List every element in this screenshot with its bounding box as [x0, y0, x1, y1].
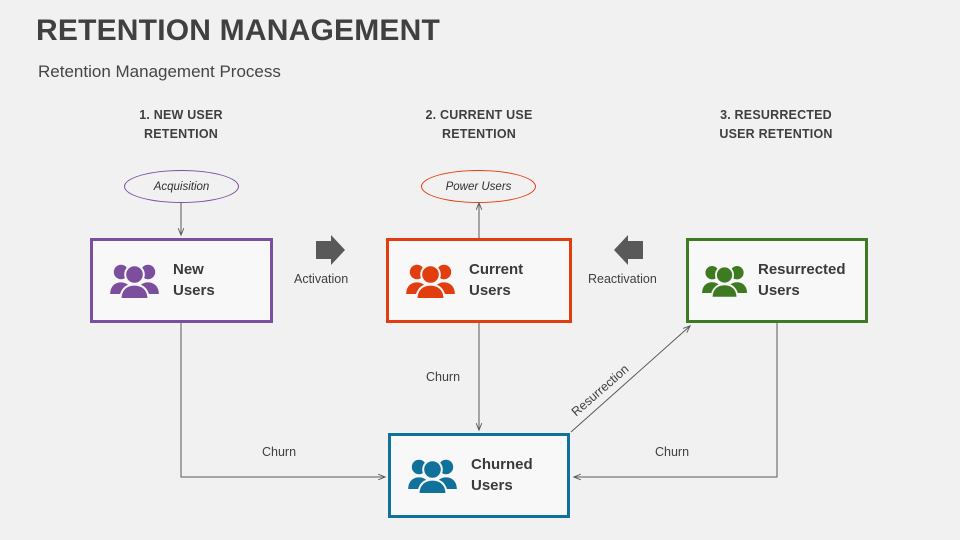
column-heading-line1: 3. RESURRECTED: [720, 108, 832, 122]
node-churned-users-label: Churned Users: [471, 456, 533, 494]
column-heading-new-user-retention: 1. NEW USER RETENTION: [71, 106, 291, 145]
column-heading-resurrected-user-retention: 3. RESURRECTED USER RETENTION: [666, 106, 886, 145]
connector-label-churn-right: Churn: [655, 445, 690, 459]
column-heading-line2: RETENTION: [441, 127, 517, 142]
page-title: RETENTION MANAGEMENT: [36, 14, 440, 47]
ellipse-power-users-label: Power Users: [445, 180, 512, 193]
ellipse-power-users[interactable]: Power Users: [421, 170, 536, 203]
node-new-users-label: New Users: [173, 261, 215, 299]
connector-label-activation: Activation: [294, 272, 349, 286]
ellipse-acquisition[interactable]: Acquisition: [124, 170, 239, 203]
column-heading-line1: 2. CURRENT USE: [425, 108, 533, 122]
node-resurrected-users-label: Resurrected Users: [758, 261, 846, 299]
node-new-users[interactable]: New Users: [90, 238, 273, 323]
node-churned-users[interactable]: Churned Users: [388, 433, 570, 518]
connector-label-churn-center: Churn: [426, 370, 461, 384]
people-group-icon: [702, 264, 747, 299]
connector-label-churn-left: Churn: [262, 445, 297, 459]
people-group-icon: [406, 263, 455, 300]
connector-label-resurrection: Resurrection: [568, 361, 632, 419]
column-heading-line2: RETENTION: [143, 127, 219, 142]
column-heading-line2: USER RETENTION: [719, 127, 833, 142]
people-group-icon: [408, 458, 457, 495]
ellipse-acquisition-label: Acquisition: [153, 180, 210, 193]
node-current-users-label: Current Users: [469, 261, 524, 299]
column-heading-current-use-retention: 2. CURRENT USE RETENTION: [369, 106, 589, 145]
node-resurrected-users[interactable]: Resurrected Users: [686, 238, 868, 323]
column-heading-line1: 1. NEW USER: [139, 108, 223, 122]
people-group-icon: [110, 263, 159, 300]
page-subtitle: Retention Management Process: [38, 62, 281, 81]
node-current-users[interactable]: Current Users: [386, 238, 572, 323]
connector-label-reactivation: Reactivation: [588, 272, 657, 286]
